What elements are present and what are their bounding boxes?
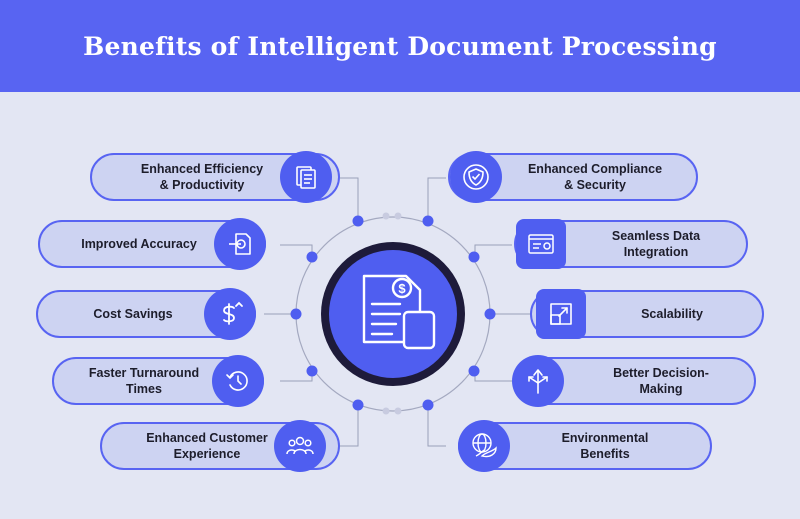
benefit-label: Cost Savings [93, 307, 173, 321]
ring-dot-muted [382, 407, 390, 415]
ring-dot [468, 251, 480, 263]
clock-refresh-icon [212, 355, 264, 407]
benefit-label: Faster Turnaround Times [88, 366, 200, 396]
header-banner: Benefits of Intelligent Document Process… [0, 0, 800, 92]
ring-dot [352, 215, 364, 227]
connector-right-1 [427, 177, 446, 218]
arrows-split-icon [512, 355, 564, 407]
ring-dot-muted [394, 407, 402, 415]
shield-check-icon [450, 151, 502, 203]
connector-right-5 [427, 405, 446, 447]
people-icon [274, 420, 326, 472]
ring-dot [422, 399, 434, 411]
ring-dot-muted [394, 212, 402, 220]
connector-left-5 [340, 405, 359, 447]
benefit-label: Improved Accuracy [81, 237, 197, 251]
benefit-label: Better Decision- Making [613, 366, 709, 396]
ring-dot-muted [382, 212, 390, 220]
ring-dot [306, 251, 318, 263]
target-document-icon [214, 218, 266, 270]
page-title: Benefits of Intelligent Document Process… [83, 31, 717, 61]
benefit-label: Scalability [641, 307, 703, 321]
globe-leaf-icon [458, 420, 510, 472]
connector-right-2 [474, 244, 512, 256]
svg-text:$: $ [398, 281, 406, 296]
ring-dot [290, 308, 302, 320]
ring-dot [306, 365, 318, 377]
ring-dot [422, 215, 434, 227]
scale-arrow-icon [536, 289, 586, 339]
benefit-label: Enhanced Compliance & Security [527, 162, 663, 192]
benefit-label: Enhanced Customer Experience [146, 431, 268, 461]
benefit-label: Enhanced Efficiency & Productivity [140, 162, 264, 192]
connector-left-1 [340, 177, 359, 218]
invoice-document-icon: $ [362, 274, 436, 350]
benefit-label: Environmental Benefits [561, 431, 649, 461]
benefit-label: Seamless Data Integration [611, 229, 701, 259]
ring-dot [352, 399, 364, 411]
dollar-icon [204, 288, 256, 340]
browser-gears-icon [516, 219, 566, 269]
document-stack-icon [280, 151, 332, 203]
ring-dot [484, 308, 496, 320]
ring-dot [468, 365, 480, 377]
connector-right-4 [474, 371, 512, 382]
